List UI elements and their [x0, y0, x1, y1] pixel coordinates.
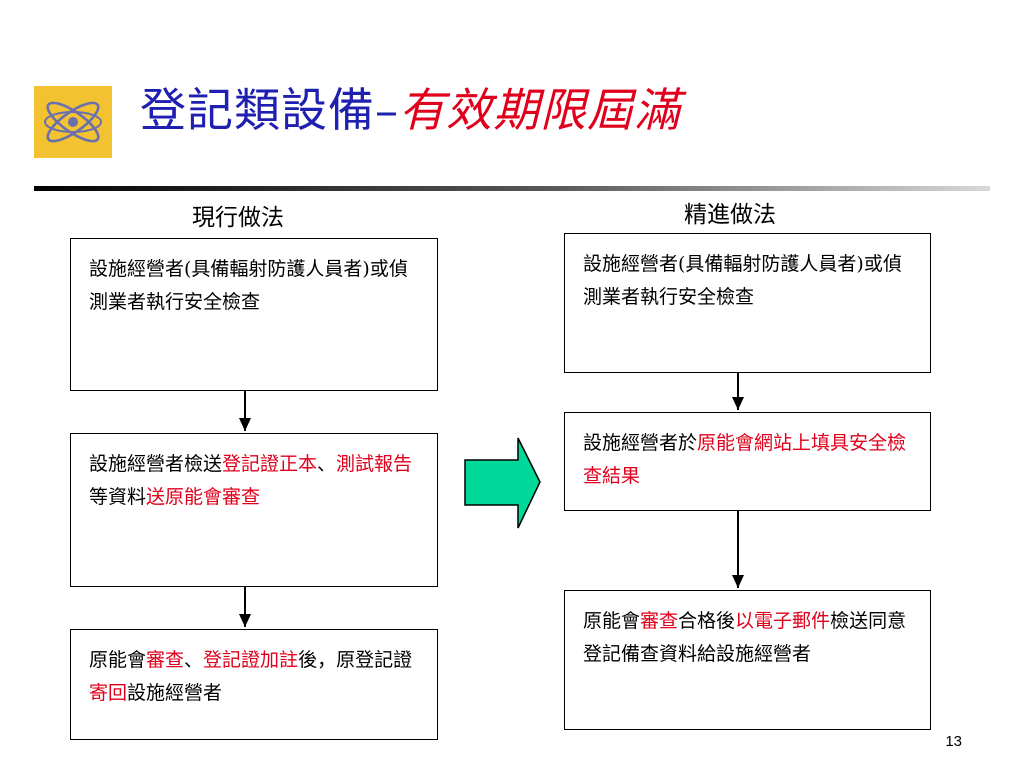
left-step3-text-1: 原能會	[89, 649, 147, 671]
right-step3-red-2: 以電子郵件	[735, 610, 831, 632]
title-divider	[34, 186, 990, 191]
right-step3-red-1: 審查	[640, 610, 679, 632]
slide-title: 登記類設備–有效期限屆滿	[140, 74, 681, 146]
left-step2-text-2: 、	[317, 453, 337, 475]
right-arrow-1	[732, 373, 744, 410]
page-number: 13	[945, 733, 962, 750]
left-column-label: 現行做法	[192, 205, 284, 231]
left-step2-red-3: 送原能會審查	[146, 486, 261, 508]
left-arrow-2	[239, 587, 251, 627]
title-accent: 有效期限屆滿	[399, 83, 681, 137]
title-main: 登記類設備	[140, 83, 375, 137]
left-step3-text-3: 後，原登記證	[298, 649, 413, 671]
left-step3-text-4: 設施經營者	[127, 682, 223, 704]
right-step3-text-3: 檢送同意登記備查資料給設施經營者	[583, 610, 907, 665]
left-step2-red-2: 測試報告	[336, 453, 413, 475]
left-step3-red-1: 審查	[146, 649, 185, 671]
left-step3-red-3: 寄回	[89, 682, 128, 704]
right-step3-text-2: 合格後	[678, 610, 736, 632]
right-step2-text-1: 設施經營者於	[583, 432, 698, 454]
left-step3-text-2: 、	[184, 649, 204, 671]
left-step2-box: 設施經營者檢送登記證正本、測試報告等資料送原能會審查	[70, 433, 438, 587]
left-step3-red-2: 登記證加註	[203, 649, 299, 671]
left-step1-box: 設施經營者(具備輻射防護人員者)或偵測業者執行安全檢查	[70, 238, 438, 391]
transition-arrow	[464, 437, 541, 529]
right-step1-text: 設施經營者(具備輻射防護人員者)或偵測業者執行安全檢查	[583, 253, 902, 308]
left-step2-red-1: 登記證正本	[222, 453, 318, 475]
left-step3-box: 原能會審查、登記證加註後，原登記證寄回設施經營者	[70, 629, 438, 740]
right-step2-box: 設施經營者於原能會網站上填具安全檢查結果	[564, 412, 931, 511]
right-step3-box: 原能會審查合格後以電子郵件檢送同意登記備查資料給設施經營者	[564, 590, 931, 730]
right-step1-box: 設施經營者(具備輻射防護人員者)或偵測業者執行安全檢查	[564, 233, 931, 373]
left-arrow-1	[239, 391, 251, 431]
right-step3-text-1: 原能會	[583, 610, 641, 632]
left-step2-text-1: 設施經營者檢送	[89, 453, 223, 475]
logo	[34, 86, 112, 158]
right-column-label: 精進做法	[684, 202, 776, 228]
right-step2-red-1: 原能會網站上填具安全檢查結果	[583, 432, 907, 487]
left-step2-text-3: 等資料	[89, 486, 147, 508]
title-dash: –	[375, 83, 399, 137]
atom-icon	[44, 101, 102, 143]
left-step1-text: 設施經營者(具備輻射防護人員者)或偵測業者執行安全檢查	[89, 258, 408, 313]
right-arrow-2	[732, 511, 744, 588]
